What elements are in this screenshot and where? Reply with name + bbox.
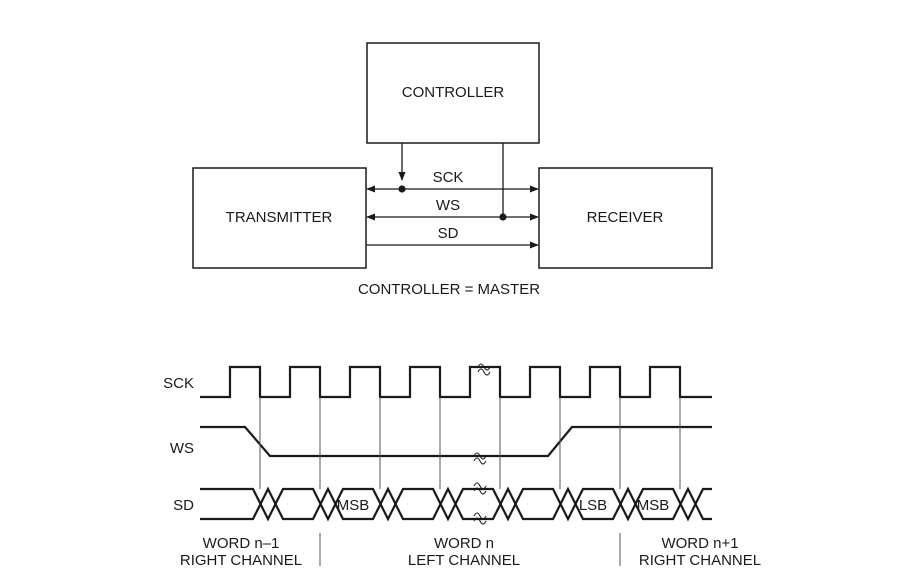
ws-waveform <box>200 425 712 458</box>
ws-junction-dot <box>499 213 507 221</box>
receiver-box <box>538 167 713 269</box>
word-next-channel: RIGHT CHANNEL <box>639 552 761 569</box>
sd-cell-msb-2: MSB <box>637 497 670 514</box>
timing-label-ws: WS <box>170 440 194 457</box>
word-next-name: WORD n+1 <box>661 535 738 552</box>
timing-label-sck: SCK <box>163 375 194 392</box>
sck-line-label: SCK <box>433 169 464 186</box>
word-prev-channel: RIGHT CHANNEL <box>180 552 302 569</box>
block-diagram: CONTROLLER TRANSMITTER RECEIVER SCK WS S… <box>192 42 713 298</box>
sck-junction-dot <box>398 185 406 193</box>
block-caption: CONTROLLER = MASTER <box>358 281 540 298</box>
sd-line-label: SD <box>438 225 459 242</box>
sck-waveform <box>200 365 712 399</box>
break-marks <box>473 363 491 525</box>
sd-cell-lsb: LSB <box>579 497 607 514</box>
receiver-label: RECEIVER <box>587 209 664 226</box>
controller-label: CONTROLLER <box>402 84 505 101</box>
sd-cell-msb-1: MSB <box>337 497 370 514</box>
word-current-channel: LEFT CHANNEL <box>408 552 520 569</box>
timing-diagram: SCK WS SD <box>163 363 761 569</box>
ws-line-label: WS <box>436 197 460 214</box>
controller-box <box>366 42 540 144</box>
transmitter-box <box>192 167 367 269</box>
word-current-name: WORD n <box>434 535 494 552</box>
word-prev-name: WORD n–1 <box>203 535 280 552</box>
sd-waveform <box>200 486 712 522</box>
timing-label-sd: SD <box>173 497 194 514</box>
clock-edge-guides <box>259 397 681 489</box>
transmitter-label: TRANSMITTER <box>226 209 333 226</box>
